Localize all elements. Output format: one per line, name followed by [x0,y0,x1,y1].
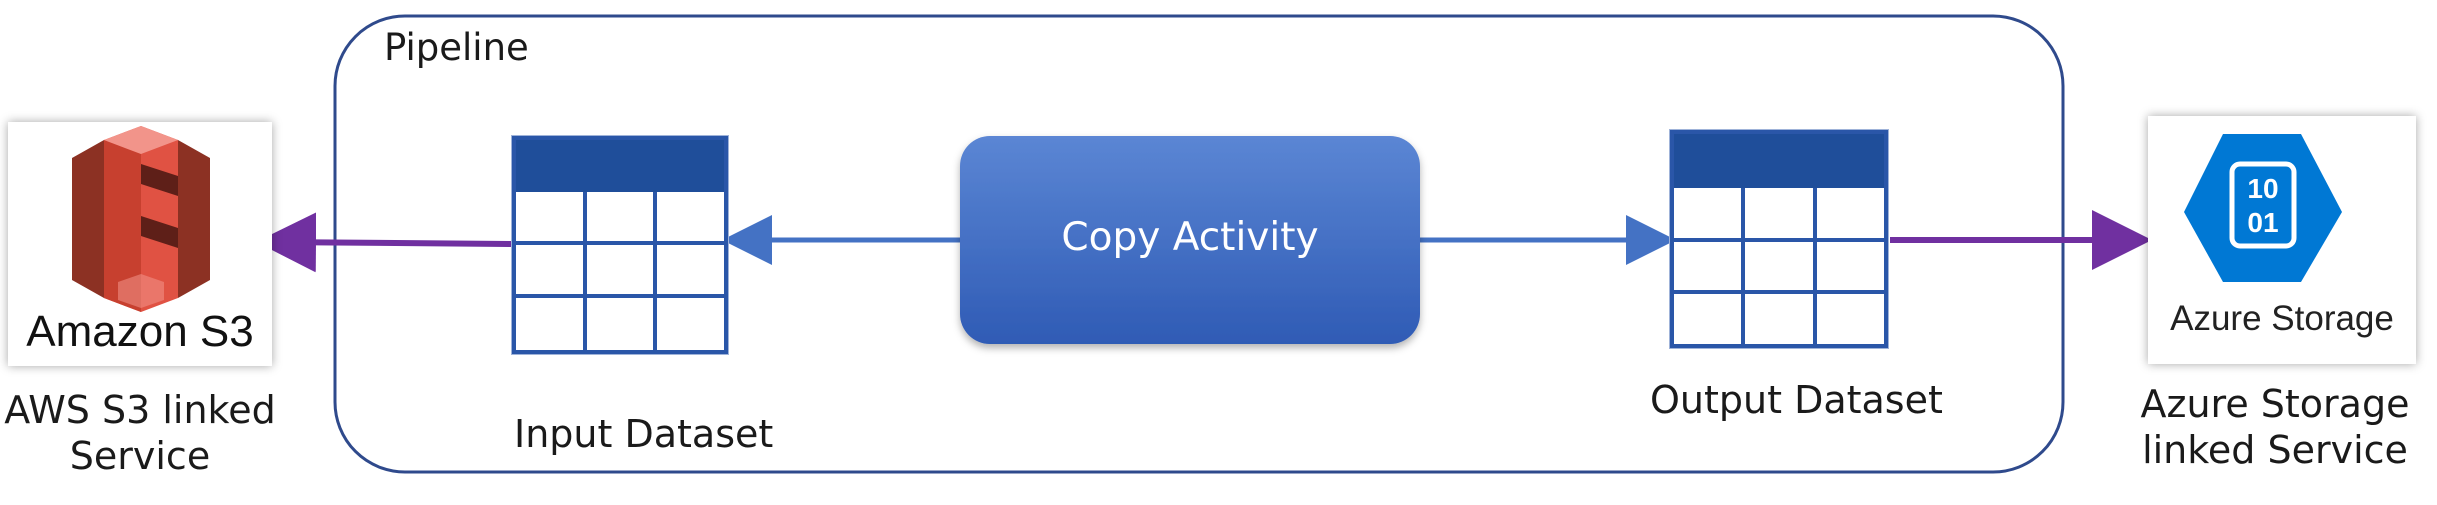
aws-s3-linked-service-label: AWS S3 linked Service [0,388,280,479]
aws-label-line1: AWS S3 linked [4,388,276,432]
azure-icon-glyph-bottom: 01 [2247,207,2278,238]
pipeline-title: Pipeline [384,26,529,69]
output-dataset-table-icon [1669,129,1889,349]
azure-storage-hexagon-icon: 10 01 [2184,134,2342,282]
azure-icon-glyph-top: 10 [2247,173,2278,204]
azure-storage-logo-text: Azure Storage [2170,299,2394,338]
output-dataset-label: Output Dataset [1650,378,1943,422]
aws-label-line2: Service [69,433,211,478]
input-dataset-table-icon [511,135,729,355]
copy-activity-box [960,136,1420,344]
amazon-s3-card [8,122,272,366]
input-dataset-label: Input Dataset [514,412,774,456]
azure-storage-linked-service-label: Azure Storage linked Service [2120,382,2430,473]
copy-activity-label: Copy Activity [1061,215,1319,260]
arrow-input-to-source [256,212,513,273]
aws-s3-bucket-icon [72,126,210,312]
amazon-s3-logo-text: Amazon S3 [26,307,254,356]
azure-storage-card: 10 01 [2148,116,2416,364]
azure-label-line1: Azure Storage [2140,382,2410,426]
azure-label-line2: linked Service [2142,427,2408,472]
